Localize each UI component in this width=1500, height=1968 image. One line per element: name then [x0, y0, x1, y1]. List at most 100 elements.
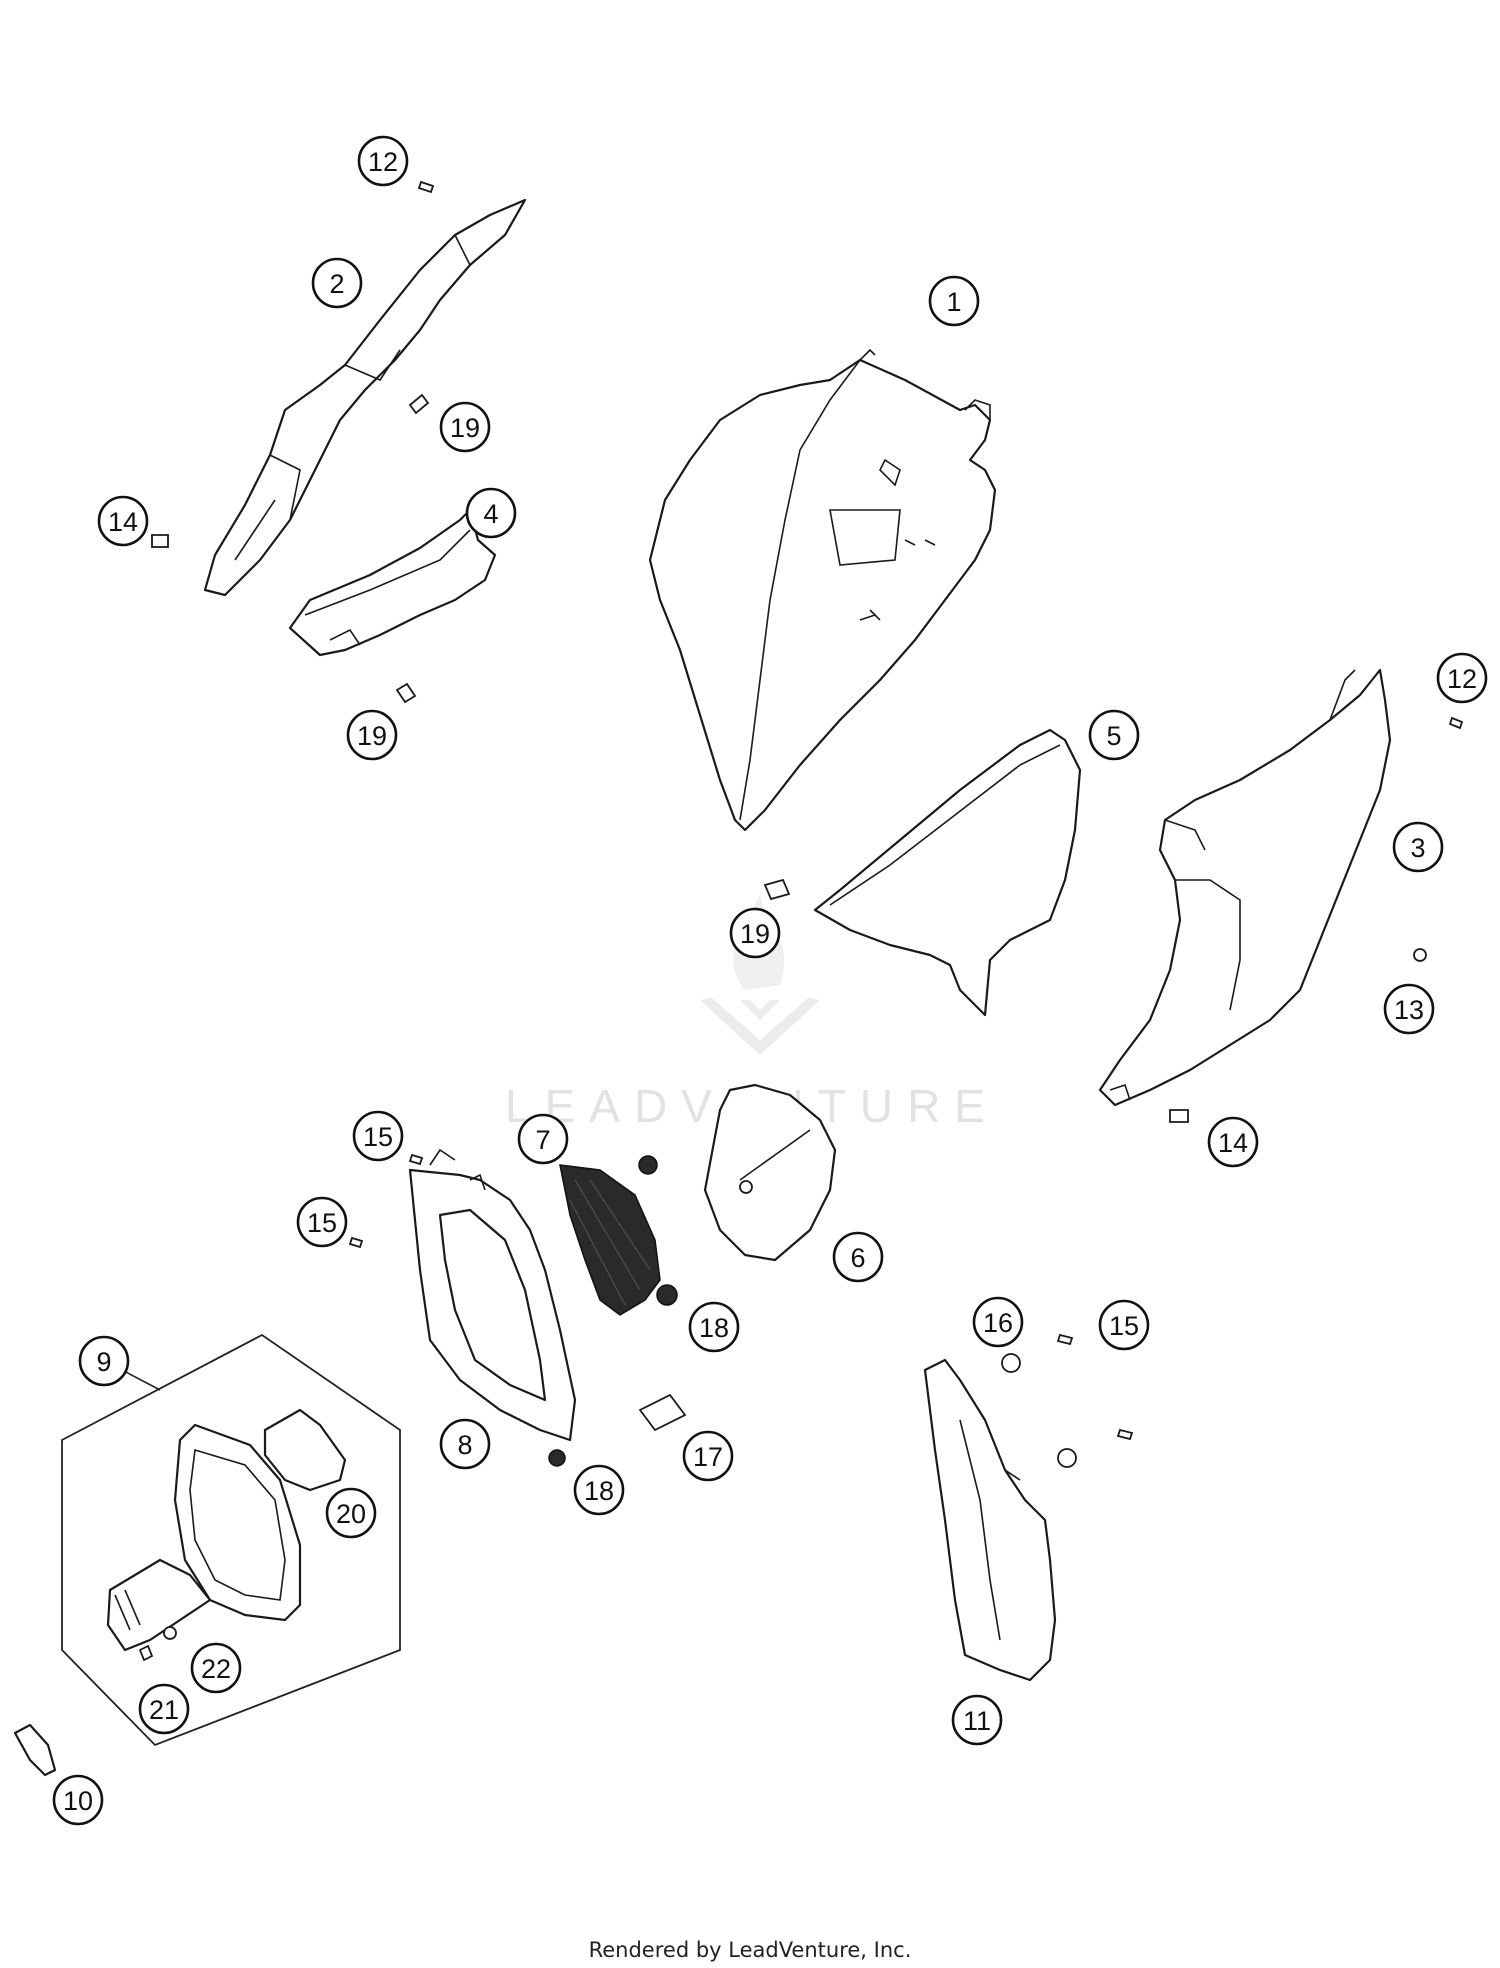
callout-circle	[138, 1683, 190, 1735]
callout-circle	[78, 1335, 130, 1387]
screw-15a	[408, 1153, 424, 1166]
screw-14-right	[1169, 1109, 1189, 1123]
callout-number: 18	[584, 1476, 614, 1506]
callout-circle	[972, 1296, 1024, 1348]
callout-number: 9	[96, 1347, 111, 1377]
part-4-left-panel	[288, 508, 497, 657]
callout-number: 8	[457, 1430, 472, 1460]
leader-line-9	[121, 1369, 161, 1391]
screw-12-left	[417, 180, 435, 194]
callout-number: 14	[1218, 1128, 1248, 1158]
part-2-left-shroud	[203, 198, 527, 597]
screw-12-right	[1448, 716, 1464, 730]
callout-number: 19	[450, 413, 480, 443]
callout-number: 15	[363, 1122, 393, 1152]
clip-19a	[408, 393, 430, 415]
part-5-airbox-cover	[813, 728, 1082, 1017]
callout-number: 19	[357, 721, 387, 751]
callout-circle	[573, 1464, 625, 1516]
callout-circle	[928, 275, 980, 327]
part-7-air-filter	[559, 1164, 661, 1316]
callout-c19c: 19	[729, 907, 781, 959]
callout-number: 6	[850, 1243, 865, 1273]
callout-number: 20	[336, 1499, 366, 1529]
callout-circle	[52, 1774, 104, 1826]
callout-c20: 20	[325, 1487, 377, 1539]
callout-c19b: 19	[346, 709, 398, 761]
callout-circle	[951, 1694, 1003, 1746]
callout-number: 5	[1106, 721, 1121, 751]
callout-c14a: 14	[97, 495, 149, 547]
nut-18-low	[548, 1449, 566, 1467]
callout-c14b: 14	[1207, 1116, 1259, 1168]
callout-c12b: 12	[1436, 652, 1488, 704]
part-1-airbox-body	[648, 348, 997, 832]
screw-15b	[348, 1236, 364, 1249]
callout-c13: 13	[1383, 983, 1435, 1035]
callout-c11: 11	[951, 1694, 1003, 1746]
callout-number: 15	[1109, 1311, 1139, 1341]
callout-labels: 1234567891011121213141415151516171818191…	[52, 135, 1488, 1826]
callout-number: 19	[740, 919, 770, 949]
callout-number: 11	[963, 1706, 991, 1736]
nut-13	[1413, 948, 1427, 962]
callout-circle	[296, 1196, 348, 1248]
callout-circle	[1392, 821, 1444, 873]
grommet-16a	[1001, 1353, 1021, 1373]
callout-c1: 1	[928, 275, 980, 327]
callout-number: 12	[1447, 664, 1477, 694]
callout-circle	[465, 487, 517, 539]
callout-number: 12	[368, 147, 398, 177]
callout-circle	[190, 1642, 242, 1694]
callout-circle	[325, 1487, 377, 1539]
callout-circle	[1436, 652, 1488, 704]
callout-circle	[357, 135, 409, 187]
callout-circle	[1383, 983, 1435, 1035]
callout-c15a: 15	[352, 1110, 404, 1162]
callout-circle	[832, 1231, 884, 1283]
callout-c19a: 19	[439, 401, 491, 453]
clip-17	[638, 1393, 687, 1432]
watermark-logo-icon	[700, 998, 820, 1055]
grommet-16b	[1057, 1448, 1077, 1468]
callout-c17: 17	[682, 1430, 734, 1482]
callout-circle	[346, 709, 398, 761]
callout-circle	[1088, 709, 1140, 761]
callout-number: 13	[1394, 995, 1424, 1025]
callout-c22: 22	[190, 1642, 242, 1694]
callout-circle	[311, 257, 363, 309]
callout-number: 4	[483, 499, 498, 529]
callout-circle	[439, 1418, 491, 1470]
screw-15d	[1116, 1428, 1134, 1441]
part-8-filter-cage	[408, 1148, 577, 1442]
footer-credit: Rendered by LeadVenture, Inc.	[588, 1938, 912, 1962]
callout-c12a: 12	[357, 135, 409, 187]
callout-c2: 2	[311, 257, 363, 309]
callout-circle	[729, 907, 781, 959]
callout-number: 3	[1410, 833, 1425, 863]
callout-c9: 9	[78, 1335, 130, 1387]
part-11-right-lower-cover	[923, 1358, 1057, 1682]
callout-circle	[1098, 1299, 1150, 1351]
callout-number: 2	[329, 269, 344, 299]
callout-c21: 21	[138, 1683, 190, 1735]
callout-number: 14	[108, 507, 138, 537]
clip-19b	[395, 682, 417, 704]
nut-18-top	[638, 1155, 658, 1175]
nut-18-mid	[656, 1284, 678, 1306]
washer-22	[163, 1626, 177, 1640]
part-9-intake-group	[61, 1333, 401, 1747]
part-6-filter-cover	[703, 1083, 837, 1262]
callout-c18b: 18	[573, 1464, 625, 1516]
callout-c10: 10	[52, 1774, 104, 1826]
callout-number: 17	[693, 1442, 723, 1472]
callout-number: 7	[535, 1125, 550, 1155]
callout-circle	[439, 401, 491, 453]
callout-c4: 4	[465, 487, 517, 539]
callout-c15b: 15	[296, 1196, 348, 1248]
hardware-fasteners	[138, 180, 1464, 1662]
callout-circle	[688, 1301, 740, 1353]
callout-number: 16	[983, 1308, 1013, 1338]
callout-c15c: 15	[1098, 1299, 1150, 1351]
